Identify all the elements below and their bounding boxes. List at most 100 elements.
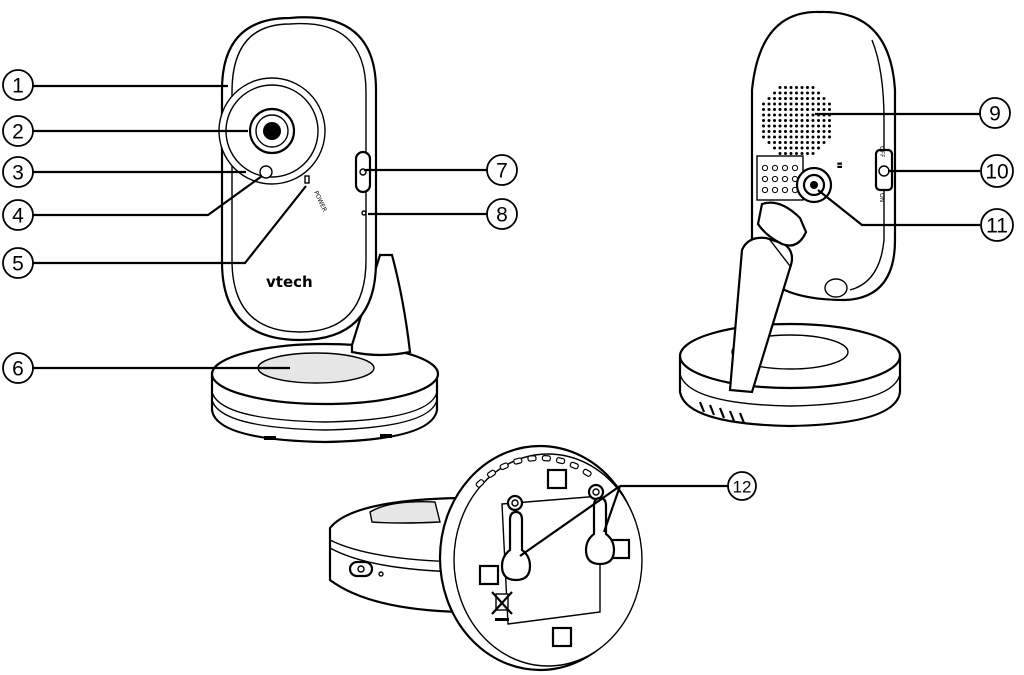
- label-dot: [771, 164, 779, 172]
- callout-3: 3: [2, 156, 34, 188]
- speaker-hole: [800, 152, 804, 155]
- wall-mount-keyhole[interactable]: [584, 496, 616, 566]
- speaker-hole: [789, 97, 793, 100]
- speaker-hole: [828, 102, 831, 106]
- camera-front-view: POWER vtech: [210, 16, 440, 444]
- speaker-hole: [811, 146, 815, 150]
- speaker-hole: [767, 113, 771, 117]
- camera-body-front: POWER vtech: [218, 16, 378, 342]
- speaker-hole: [811, 152, 815, 155]
- speaker-hole: [778, 91, 782, 95]
- speaker-hole: [806, 102, 809, 106]
- speaker-hole: [811, 97, 815, 100]
- camera-back-view: ▮▮ OFF ON: [678, 10, 902, 428]
- speaker-hole: [806, 108, 809, 111]
- speaker-hole: [806, 86, 809, 89]
- label-dot: [761, 186, 769, 194]
- speaker-hole: [806, 124, 809, 128]
- speaker-hole: [806, 113, 809, 117]
- speaker-hole: [789, 152, 793, 155]
- speaker-hole: [806, 119, 809, 122]
- speaker-hole: [784, 152, 787, 155]
- pair-led: [361, 210, 367, 216]
- callout-2-label: 2: [12, 121, 24, 144]
- label-dot: [771, 186, 779, 194]
- bottom-side-button[interactable]: [348, 560, 374, 578]
- speaker-hole: [817, 108, 820, 111]
- speaker-hole: [806, 141, 809, 144]
- pair-button[interactable]: [354, 150, 372, 194]
- speaker-hole: [817, 91, 820, 95]
- speaker-hole: [811, 135, 815, 139]
- speaker-hole: [811, 86, 815, 89]
- speaker-hole: [762, 102, 765, 106]
- callout-2: 2: [2, 115, 34, 147]
- label-dot: [771, 175, 779, 183]
- speaker-hole: [795, 124, 798, 128]
- base-vent-slot: [527, 455, 537, 462]
- callout-9-label: 9: [989, 103, 1001, 126]
- speaker-hole: [800, 135, 804, 139]
- speaker-hole: [762, 108, 765, 111]
- speaker-hole: [795, 135, 798, 139]
- speaker-hole: [795, 152, 798, 155]
- speaker-hole: [817, 124, 820, 128]
- speaker-hole: [767, 141, 771, 144]
- speaker-hole: [795, 91, 798, 95]
- speaker-hole: [778, 130, 782, 133]
- speaker-hole: [822, 124, 826, 128]
- speaker-hole: [817, 141, 820, 144]
- callout-7: 7: [486, 154, 518, 186]
- speaker-hole: [800, 119, 804, 122]
- wall-mount-keyhole[interactable]: [500, 510, 532, 582]
- callout-1: 1: [2, 69, 34, 101]
- speaker-hole: [789, 130, 793, 133]
- callout-6: 6: [2, 352, 34, 384]
- speaker-hole: [789, 108, 793, 111]
- speaker-hole: [778, 97, 782, 100]
- camera-base-back: [678, 322, 902, 428]
- speaker-hole: [773, 141, 776, 144]
- speaker-hole: [789, 135, 793, 139]
- speaker-hole: [767, 130, 771, 133]
- camera-neck-front: [350, 253, 412, 357]
- callout-8-label: 8: [496, 204, 508, 227]
- callout-6-label: 6: [12, 358, 24, 381]
- speaker-hole: [795, 113, 798, 117]
- speaker-hole: [806, 152, 809, 155]
- callout-8: 8: [486, 198, 518, 230]
- speaker-hole: [800, 146, 804, 150]
- speaker-hole: [773, 130, 776, 133]
- speaker-hole: [800, 141, 804, 144]
- speaker-hole: [778, 141, 782, 144]
- speaker-hole: [811, 124, 815, 128]
- speaker-hole: [795, 141, 798, 144]
- speaker-hole: [778, 146, 782, 150]
- speaker-hole: [795, 86, 798, 89]
- speaker-hole: [784, 135, 787, 139]
- callout-4: 4: [2, 199, 34, 231]
- base-vent-slot: [555, 457, 566, 465]
- speaker-hole: [778, 108, 782, 111]
- speaker-hole: [784, 113, 787, 117]
- speaker-hole: [800, 91, 804, 95]
- speaker-hole: [800, 97, 804, 100]
- switch-off-label: OFF: [878, 146, 885, 158]
- speaker-hole: [773, 119, 776, 122]
- speaker-hole: [778, 152, 782, 155]
- speaker-hole: [789, 113, 793, 117]
- speaker-hole: [795, 108, 798, 111]
- rubber-foot: [478, 564, 500, 586]
- speaker-hole: [817, 102, 820, 106]
- callout-5-label: 5: [12, 253, 24, 276]
- speaker-hole: [811, 130, 815, 133]
- base-vent-slot: [569, 461, 579, 470]
- callout-1-label: 1: [12, 75, 24, 98]
- label-dot: [781, 186, 789, 194]
- speaker-hole: [789, 86, 793, 89]
- speaker-hole: [795, 97, 798, 100]
- callout-7-label: 7: [496, 160, 508, 183]
- speaker-hole: [811, 108, 815, 111]
- speaker-hole: [817, 146, 820, 150]
